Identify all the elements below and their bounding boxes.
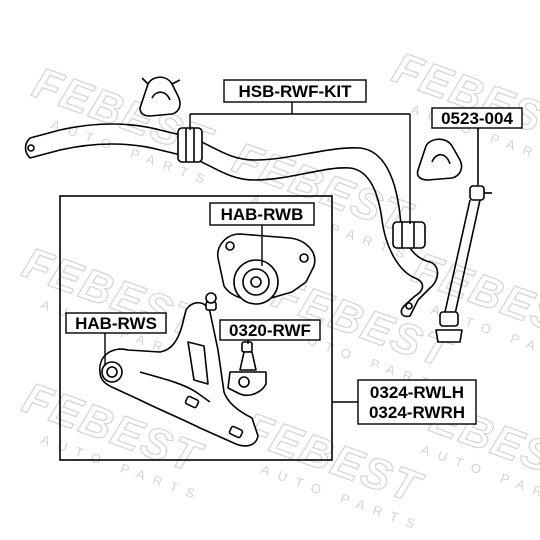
label-ball-joint: 0320-RWF xyxy=(219,319,321,341)
label-ball-joint-text: 0320-RWF xyxy=(229,321,311,340)
bar-bushing-right xyxy=(392,221,426,249)
bar-bushing-left xyxy=(177,127,203,163)
lower-control-arm xyxy=(99,301,259,447)
loose-bushing-right xyxy=(416,138,463,181)
arm-ball-joint xyxy=(205,292,217,311)
label-arm-right-text: 0324-RWRH xyxy=(369,403,465,422)
stabilizer-link xyxy=(435,128,492,343)
label-stabilizer-kit-text: HSB-RWF-KIT xyxy=(239,82,353,101)
label-rear-bushing-text: HAB-RWB xyxy=(221,205,304,224)
rear-bushing xyxy=(216,233,316,305)
arm-assembly-frame xyxy=(59,195,333,461)
label-front-bushing: HAB-RWS xyxy=(65,312,167,334)
leader-lines xyxy=(104,102,479,403)
label-front-bushing-text: HAB-RWS xyxy=(75,314,157,333)
label-rear-bushing: HAB-RWB xyxy=(209,202,315,226)
label-stabilizer-link-text: 0523-004 xyxy=(441,109,513,128)
label-arm-left-text: 0324-RWLH xyxy=(370,383,464,402)
ball-joint xyxy=(227,341,267,397)
loose-bushing-upper xyxy=(139,76,181,117)
label-stabilizer-kit: HSB-RWF-KIT xyxy=(223,79,367,103)
label-control-arm: 0324-RWLH 0324-RWRH xyxy=(357,379,477,425)
label-stabilizer-link: 0523-004 xyxy=(431,107,523,129)
stabilizer-bar xyxy=(24,123,439,318)
